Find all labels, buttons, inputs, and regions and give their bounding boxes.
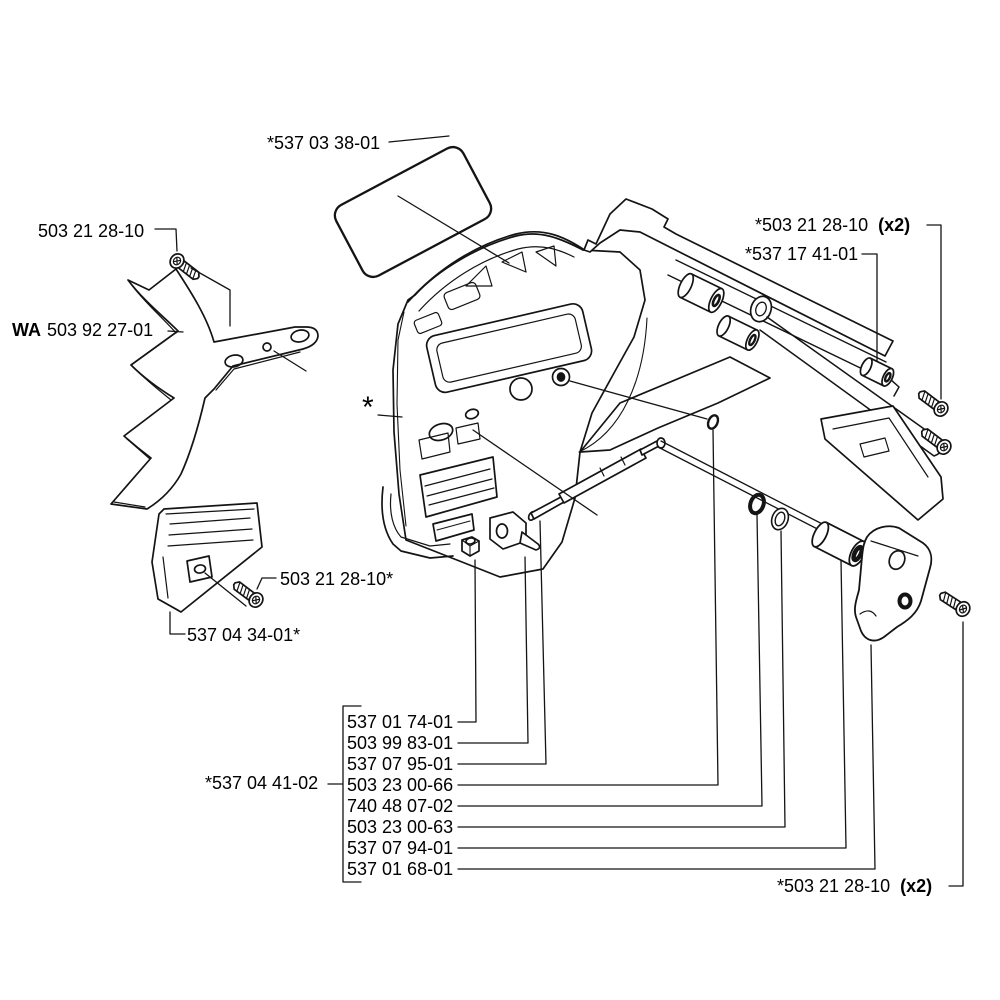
parts-list-item: 537 07 94-01	[347, 838, 454, 858]
tensioner-nut	[461, 536, 480, 557]
brake-linkage	[667, 259, 944, 521]
grommet	[859, 357, 895, 387]
clutch-cover	[381, 230, 771, 578]
label-chain-catcher: 537 04 34-01*	[187, 625, 300, 645]
pivot-bracket	[854, 525, 933, 642]
part-number: *503 21 28-10	[777, 876, 891, 896]
label-tensioner-assembly: *537 04 41-02	[205, 773, 318, 793]
label-catcher-screw: 503 21 28-10*	[280, 569, 393, 589]
part-number: 537 04 34-01*	[187, 625, 301, 645]
roller-bushing	[811, 521, 868, 567]
o-ring-small	[706, 414, 720, 430]
part-number: 503 21 28-10	[38, 221, 145, 241]
felling-dog-spike	[110, 268, 319, 510]
adjuster-block	[489, 511, 541, 551]
brake-band	[759, 316, 944, 457]
spacer-cylinder-2	[716, 315, 760, 351]
o-ring-thick	[748, 492, 766, 516]
label-guard-screws: *503 21 28-10 (x2)	[755, 215, 910, 235]
tensioner-rod-assembly	[461, 414, 933, 642]
label-cover-screws: *503 21 28-10 (x2)	[777, 876, 932, 896]
guard-screw-1	[914, 385, 952, 420]
parts-list-item: 740 48 07-02	[347, 796, 454, 816]
part-number: 503 21 28-10*	[280, 569, 394, 589]
hand-guard-panel	[583, 198, 894, 357]
chain-catcher-plate	[151, 502, 263, 613]
parts-list-item: 537 01 68-01	[347, 859, 454, 879]
part-number: 503 92 27-01	[47, 320, 154, 340]
parts-list-item: 537 07 95-01	[347, 754, 454, 774]
label-bumper-spike-screw: 503 21 28-10	[38, 221, 144, 241]
part-number: *503 21 28-10	[755, 215, 869, 235]
washer	[770, 507, 790, 531]
tensioner-screw-rod	[657, 440, 835, 537]
parts-list-item: 503 23 00-66	[347, 775, 454, 795]
spacer-cylinder	[677, 272, 725, 314]
label-brake-band: *537 17 41-01	[745, 244, 858, 264]
parts-list: 537 01 74-01 503 99 83-01 537 07 95-01 5…	[347, 712, 453, 880]
part-number: *537 17 41-01	[745, 244, 859, 264]
part-number: *537 03 38-01	[267, 133, 381, 153]
parts-list-item: 503 99 83-01	[347, 733, 454, 753]
label-decal: *537 03 38-01	[267, 133, 380, 153]
label-felling-dog: WA 503 92 27-01	[12, 320, 153, 340]
parts-list-item: 503 23 00-63	[347, 817, 454, 837]
brake-spring-rod	[527, 437, 666, 522]
leader-lines	[154, 135, 964, 887]
label-cover-marker: *	[362, 393, 374, 423]
quantity: (x2)	[878, 215, 911, 235]
part-number: *537 04 41-02	[205, 773, 319, 793]
quantity: (x2)	[900, 876, 933, 896]
cover-decal	[333, 145, 493, 279]
wa-prefix: WA	[12, 320, 41, 340]
bracket-screw	[935, 587, 974, 620]
asterisk-marker: *	[362, 391, 374, 424]
guide-plate	[820, 405, 944, 521]
parts-list-item: 537 01 74-01	[347, 712, 454, 732]
